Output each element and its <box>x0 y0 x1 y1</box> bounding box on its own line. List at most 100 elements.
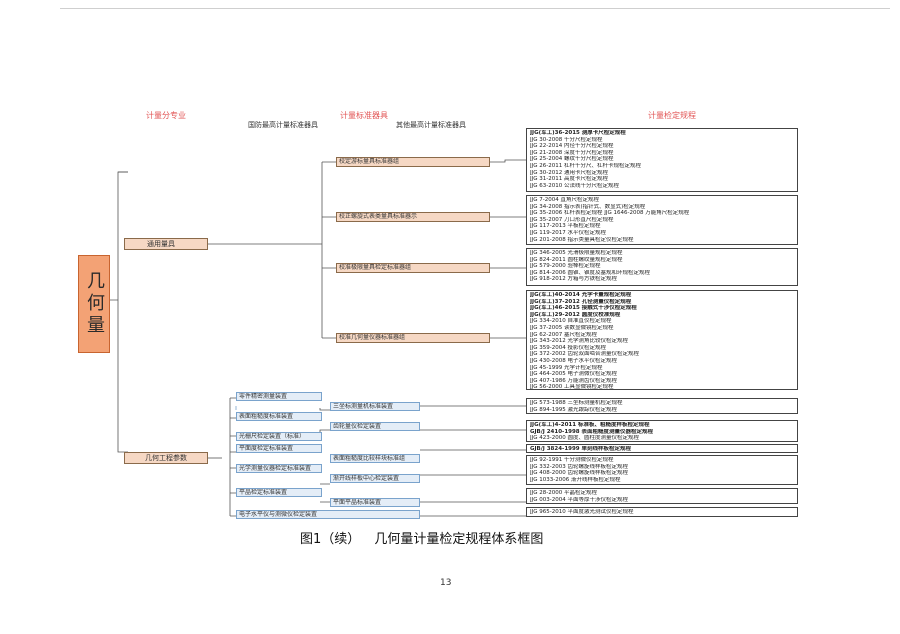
std-box-optical-label: 光学测量仪器检定标准装置 <box>239 465 312 472</box>
subheader-other-standards: 其他最高计量标准器具 <box>396 121 466 129</box>
reg-line: JJG 22-2014 内径千分尺检定规程 <box>530 143 614 150</box>
reg-line: JJG 26-2011 杠杆千分尺、杠杆卡规检定规程 <box>530 162 641 169</box>
reg-group-single-line: GJB/J 3824-1999 单刻线样板检定规程 <box>526 444 798 453</box>
reg-line: JJG 45-1999 光学计检定规程 <box>530 364 603 371</box>
reg-line: JJG 814-2006 圆锥、锥度及塞规和环规检定规程 <box>530 269 650 276</box>
std-box-cmm-label: 三坐标测量机标准装置 <box>333 403 394 410</box>
std-box-roughness: 表面粗糙度标准装置 <box>236 412 322 421</box>
reg-line: JJG 30-2012 通用卡尺检定规程 <box>530 169 608 176</box>
std-box-limit-gauge: 校准极限量具检定标准器组 <box>336 263 490 273</box>
std-box-dial-label: 校正螺旋式表类量具标准器示 <box>339 213 418 220</box>
reg-line: JJG 21-2008 深度千分尺检定规程 <box>530 149 614 156</box>
page-number: 13 <box>440 578 452 588</box>
std-box-plane-flat-label: 平面平晶标准装置 <box>333 499 382 506</box>
reg-line: JJG 334-2010 自准直仪检定规程 <box>530 318 612 325</box>
root-node-geometric-quantity: 几何量 <box>78 255 110 353</box>
std-box-involute-label: 渐开线样板中心检定装置 <box>333 475 400 482</box>
std-box-optical-flat: 平晶检定标准装置 <box>236 488 322 497</box>
reg-line: JJG 63-2010 公法线千分尺检定规程 <box>530 182 619 189</box>
reg-line: JJG 25-2004 螺纹千分尺检定规程 <box>530 156 614 163</box>
std-box-gear-label: 齿轮量仪检定装置 <box>333 423 382 430</box>
std-box-precision-parts: 零件精密测量装置 <box>236 392 322 401</box>
reg-line: JJG 28-2000 平晶检定规程 <box>530 490 597 496</box>
figure-title: 几何量计量检定规程体系框图 <box>374 532 544 547</box>
reg-line: JJG 30-2008 千分尺检定规程 <box>530 136 603 143</box>
reg-group-optical-flat: JJG 28-2000 平晶检定规程 JJG 003-2004 平面等厚干涉仪检… <box>526 488 798 504</box>
std-box-vernier: 校定游标量具标准器组 <box>336 157 490 167</box>
std-box-roughness-samples-label: 表面粗糙度比较样块标准组 <box>333 455 406 462</box>
reg-line: GJB/J 3824-1999 单刻线样板检定规程 <box>530 446 632 452</box>
std-box-involute: 渐开线样板中心检定装置 <box>330 474 420 483</box>
std-box-limit-gauge-label: 校准极限量具检定标准器组 <box>339 264 412 271</box>
reg-line: JJG(军工)4-2011 标准板、粗糙度样板检定规程 <box>530 422 650 428</box>
std-box-dial: 校正螺旋式表类量具标准器示 <box>336 212 490 222</box>
reg-line: GJB/J 2410-1998 表面粗糙度测量仪器检定规程 <box>530 428 654 435</box>
reg-group-dial: JJG 7-2004 直角尺检定规程 JJG 34-2008 指示表(指针式、数… <box>526 195 798 245</box>
figure-number: 图1（续） <box>300 532 361 547</box>
figure-caption: 图1（续） 几何量计量检定规程体系框图 <box>300 528 553 547</box>
header-measurement-specialty: 计量分专业 <box>146 111 186 120</box>
std-box-grating: 光栅尺检定装置（标准） <box>236 432 322 441</box>
std-box-grating-label: 光栅尺检定装置（标准） <box>239 433 306 440</box>
reg-group-instrument: JJG(军工)40-2014 光学卡量规检定规程 JJG(军工)37-2012 … <box>526 290 798 390</box>
reg-line: JJG 119-2017 水平仪检定规程 <box>530 229 606 236</box>
std-box-electronic-level: 电子水平仪与测微仪检定装置 <box>236 510 420 519</box>
std-box-flatness: 平面度检定标准装置 <box>236 444 322 453</box>
std-box-flatness-label: 平面度检定标准装置 <box>239 445 294 452</box>
std-box-gear: 齿轮量仪检定装置 <box>330 422 420 431</box>
reg-line: JJG 201-2008 指示类量具检定仪检定规程 <box>530 236 634 243</box>
header-verification-regulations: 计量检定规程 <box>648 111 696 120</box>
node-geometric-engineering-label: 几何工程参数 <box>145 454 187 462</box>
reg-line: JJG 332-2003 齿轮螺旋线样板检定规程 <box>530 463 628 470</box>
reg-line: JJG 343-2012 光学测角比较仪检定规程 <box>530 338 628 345</box>
reg-group-vernier: JJG(军工)36-2015 测厚卡尺检定规程 JJG 30-2008 千分尺检… <box>526 128 798 192</box>
reg-line: JJG 62-2007 塞尺检定规程 <box>530 331 597 338</box>
reg-line: JJG 408-2000 齿轮螺旋线样板检定规程 <box>530 470 628 477</box>
reg-line: JJG(军工)36-2015 测厚卡尺检定规程 <box>530 130 626 136</box>
std-box-vernier-label: 校定游标量具标准器组 <box>339 158 400 165</box>
reg-line: JJG 1033-2006 渐开线样板检定规程 <box>530 476 621 483</box>
node-general-gauges: 通用量具 <box>124 238 208 250</box>
std-box-plane-flat: 平面平晶标准装置 <box>330 498 420 507</box>
reg-line: JJG 430-2008 电子水平仪检定规程 <box>530 357 617 364</box>
reg-line: JJG 359-2004 投影仪检定规程 <box>530 344 606 351</box>
std-box-instrument-label: 校准几何量仪器标准器组 <box>339 334 406 341</box>
header-measurement-standards: 计量标准器具 <box>340 111 388 120</box>
reg-line: JJG(军工)40-2014 光学卡量规检定规程 <box>530 292 632 298</box>
reg-line: JJG 423-2000 圆度、圆柱度测量仪检定规程 <box>530 435 639 442</box>
reg-line: JJG 894-1995 激光跟踪仪检定规程 <box>530 406 617 413</box>
reg-group-flatness-laser: JJG 965-2010 平面度激光测试仪检定规程 <box>526 507 798 517</box>
reg-line: JJG 965-2010 平面度激光测试仪检定规程 <box>530 509 634 515</box>
reg-group-cmm: JJG 573-1988 三坐标测量机检定规程 JJG 894-1995 激光跟… <box>526 398 798 414</box>
reg-line: JJG 34-2008 指示表(指针式、数显式)检定规程 <box>530 203 646 210</box>
reg-line: JJG 573-1988 三坐标测量机检定规程 <box>530 400 623 406</box>
reg-line: JJG(军工)29-2012 圆度仪校准规程 <box>530 311 621 318</box>
reg-line: JJG 579-2000 验棒检定规程 <box>530 263 601 270</box>
reg-line: JJG 918-2012 方箱与方铁检定规程 <box>530 276 617 283</box>
std-box-electronic-level-label: 电子水平仪与测微仪检定装置 <box>239 511 318 518</box>
subheader-defense-standards: 国防最高计量标准器具 <box>248 121 318 129</box>
std-box-roughness-label: 表面粗糙度标准装置 <box>239 413 294 420</box>
reg-group-limit-gauge: JJG 346-2005 光滑极限量规检定规程 JJG 824-2011 圆柱螺… <box>526 248 798 286</box>
std-box-roughness-samples: 表面粗糙度比较样块标准组 <box>330 454 420 463</box>
node-geometric-engineering: 几何工程参数 <box>124 452 208 464</box>
std-box-optical: 光学测量仪器检定标准装置 <box>236 464 322 473</box>
node-general-gauges-label: 通用量具 <box>147 240 175 248</box>
reg-line: JJG 7-2004 直角尺检定规程 <box>530 197 599 203</box>
reg-line: JJG 003-2004 平面等厚干涉仪检定规程 <box>530 496 628 503</box>
reg-line: JJG 31-2011 高度卡尺检定规程 <box>530 176 608 183</box>
reg-line: JJG 372-2002 齿轮双面啮合测量仪检定规程 <box>530 351 639 358</box>
reg-line: JJG 346-2005 光滑极限量规检定规程 <box>530 250 623 256</box>
reg-line: JJG(军工)37-2012 孔径测量仪检定规程 <box>530 298 632 305</box>
reg-line: JJG 824-2011 圆柱螺纹量规检定规程 <box>530 256 623 263</box>
reg-line: JJG 407-1986 万能测齿仪检定规程 <box>530 377 617 384</box>
reg-line: JJG 35-2007 刀口形直尺检定规程 <box>530 216 614 223</box>
reg-line: JJG 117-2013 平板检定规程 <box>530 223 601 230</box>
reg-line: JJG 92-1991 千分测微仪检定规程 <box>530 457 614 463</box>
reg-line: JJG 56-2000 工具显微镜检定规程 <box>530 384 614 391</box>
reg-line: JJG 464-2005 电子测微仪检定规程 <box>530 371 617 378</box>
root-label: 几何量 <box>84 271 105 337</box>
std-box-instrument: 校准几何量仪器标准器组 <box>336 333 490 343</box>
reg-group-roughness: JJG(军工)4-2011 标准板、粗糙度样板检定规程 GJB/J 2410-1… <box>526 420 798 442</box>
